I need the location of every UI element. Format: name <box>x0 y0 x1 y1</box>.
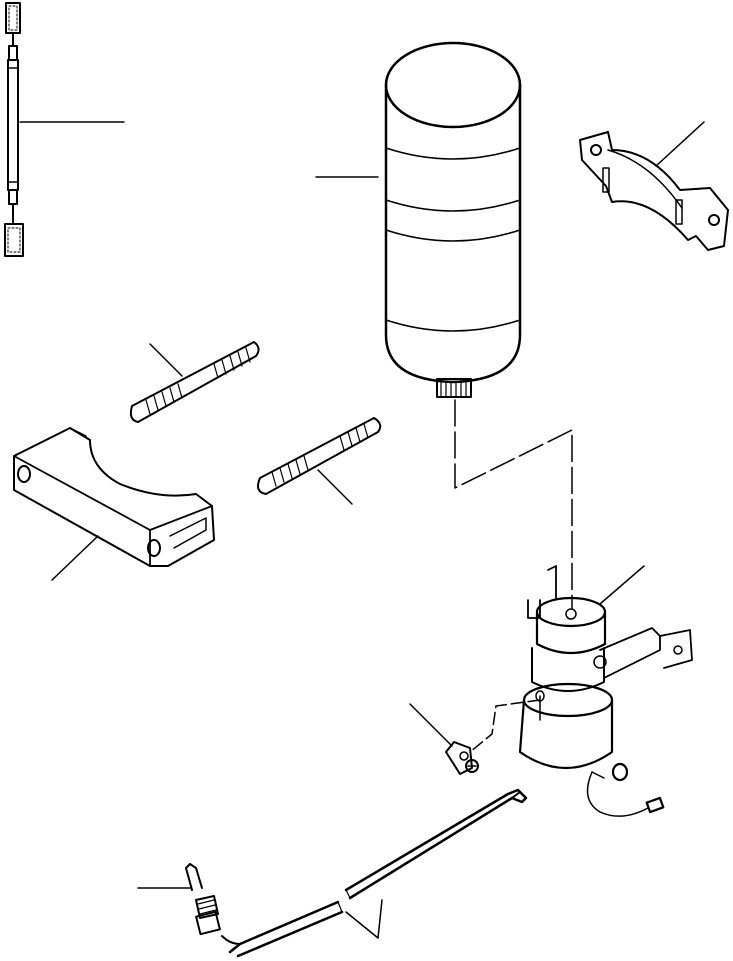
mounting-bracket-clamp <box>13 427 215 567</box>
leader-line-stud-bolt-2 <box>317 469 353 505</box>
stud-bolt <box>257 417 382 495</box>
leader-line-sensor-rod <box>345 899 383 939</box>
engine-heater-element <box>518 565 693 817</box>
drier-strap-clamp <box>579 131 729 251</box>
clip-screw <box>445 741 479 775</box>
leader-line-stud-bolt-1 <box>149 343 183 377</box>
leader-line-clip-screw <box>409 703 453 747</box>
stud-bolt <box>129 341 260 423</box>
receiver-drier <box>384 41 522 398</box>
assembly-path-line <box>454 399 573 609</box>
leader-line-heater <box>599 565 645 605</box>
leader-line-strap-clamp <box>655 121 705 167</box>
heater-hose <box>4 2 24 257</box>
assembly-path-screw <box>469 699 541 753</box>
temperature-sensor-probe <box>185 788 528 958</box>
leader-line-bracket-clamp <box>51 535 99 581</box>
